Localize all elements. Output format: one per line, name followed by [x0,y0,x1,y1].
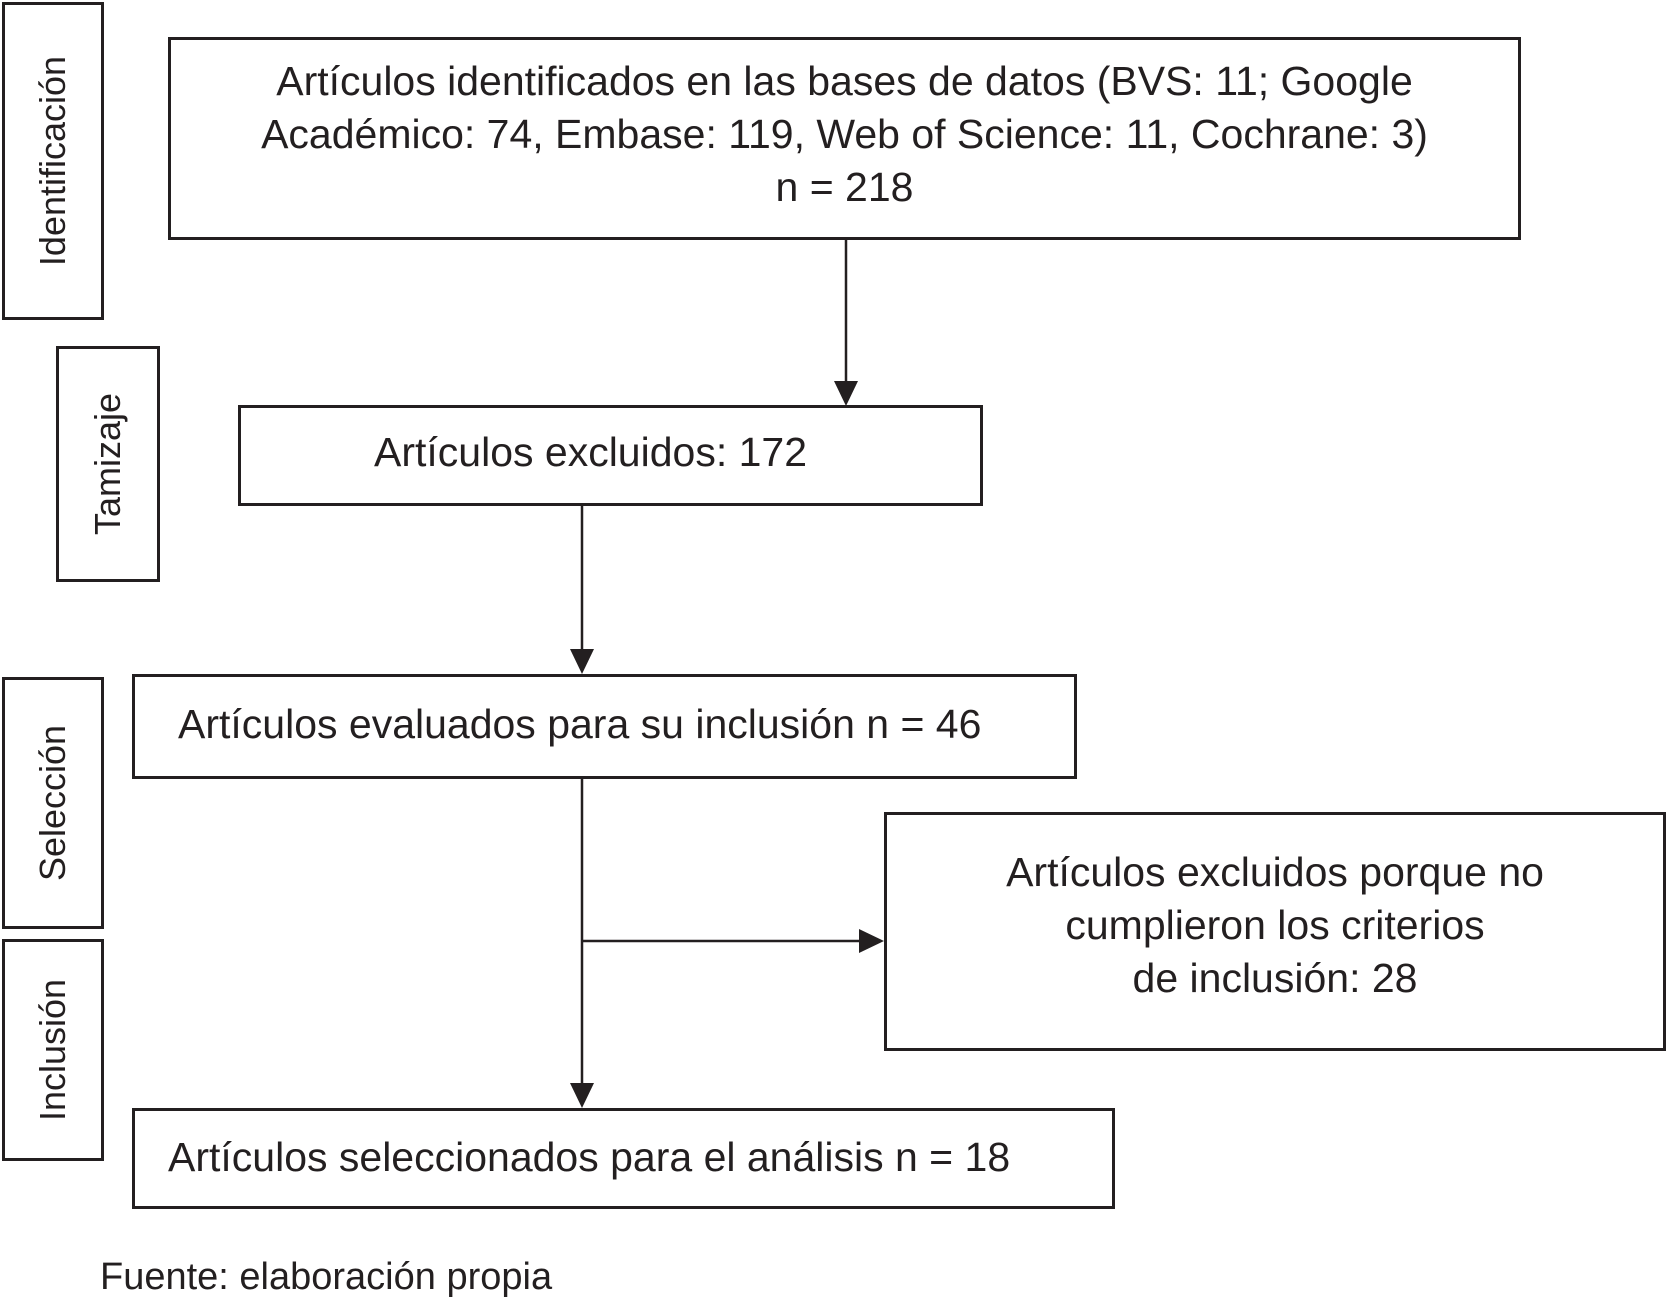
identified-line-3: n = 218 [775,164,914,210]
arrowhead-down-3 [570,1083,594,1108]
selected-articles-box: Artículos seleccionados para el análisis… [132,1108,1115,1209]
identified-line-1: Artículos identificados en las bases de … [276,58,1413,104]
identified-articles-text: Artículos identificados en las bases de … [171,55,1518,214]
arrowhead-down-1 [834,381,858,406]
stage-label-seleccion: Selección [2,677,104,929]
excluded-criteria-line-1: Artículos excluidos porque no [1006,849,1544,895]
source-note: Fuente: elaboración propia [100,1256,553,1298]
stage-label-inclusion: Inclusión [2,939,104,1161]
excluded-criteria-text: Artículos excluidos porque no cumplieron… [887,846,1663,1005]
excluded-criteria-line-2: cumplieron los criterios [1065,902,1485,948]
evaluated-articles-box: Artículos evaluados para su inclusión n … [132,674,1077,779]
excluded-screening-text: Artículos excluidos: 172 [374,429,808,475]
stage-label-identificacion: Identificación [2,2,104,320]
identified-line-2: Académico: 74, Embase: 119, Web of Scien… [261,111,1428,157]
stage-label-tamizaje: Tamizaje [56,346,160,582]
excluded-screening-box: Artículos excluidos: 172 [238,405,983,506]
excluded-criteria-line-3: de inclusión: 28 [1132,955,1418,1001]
arrowhead-down-2 [570,649,594,674]
arrowhead-right [859,929,884,953]
identified-articles-box: Artículos identificados en las bases de … [168,37,1521,240]
evaluated-articles-text: Artículos evaluados para su inclusión n … [178,701,982,747]
selected-articles-text: Artículos seleccionados para el análisis… [168,1134,1011,1180]
excluded-criteria-box: Artículos excluidos porque no cumplieron… [884,812,1666,1051]
